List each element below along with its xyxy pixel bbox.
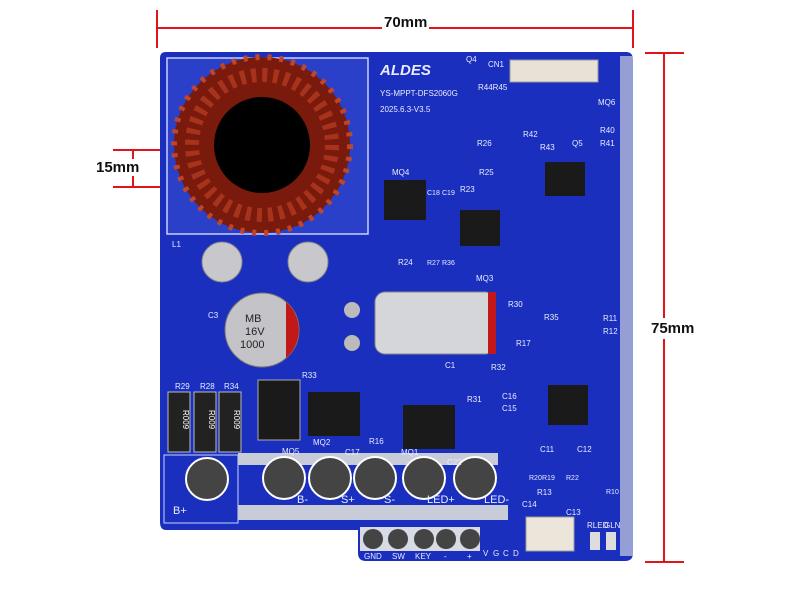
silk-r10: R10 [606,489,619,496]
silk-c18: C18 [427,190,440,197]
ic-u3 [545,162,585,196]
mosfet-mq5 [257,379,301,441]
silk-r28: R28 [200,382,215,391]
svg-text:C1: C1 [445,361,456,370]
model-text: YS-MPPT-DFS2060G [380,89,458,98]
svg-text:C3: C3 [208,311,219,320]
svg-text:MB: MB [245,313,262,325]
silk-r25: R25 [479,168,494,177]
silk-mq4: MQ4 [392,168,410,177]
silk-cn1: CN1 [488,60,505,69]
svg-text:KEY: KEY [415,552,432,561]
pad-label-ledplus: LED+ [427,494,455,506]
silk-r42: R42 [523,130,538,139]
svg-text:SW: SW [392,552,405,561]
silk-mq2: MQ2 [313,438,331,447]
silk-r34: R34 [224,382,239,391]
silk-r33: R33 [302,371,317,380]
silk-r36: R36 [442,260,455,267]
silk-r44r45: R44R45 [478,83,508,92]
silk-r29: R29 [175,382,190,391]
silk-r11: R11 [603,314,618,323]
ic-u2 [548,385,588,425]
mosfet-mq1 [403,405,455,449]
toroid-inductor [171,54,353,283]
width-dimension-label: 70mm [382,14,430,31]
svg-text:GND: GND [364,552,382,561]
svg-text:+: + [467,552,472,561]
capacitor-c1 [344,291,496,355]
silk-r41: R41 [600,139,615,148]
shunt-resistors: R009 R009 R009 [167,391,242,453]
pad-label-ledminus: LED- [484,494,509,506]
silk-r27: R27 [427,260,440,267]
svg-text:C: C [503,549,509,558]
silk-r19: R19 [542,475,555,482]
svg-text:1000: 1000 [240,339,264,351]
silk-r40: R40 [600,126,615,135]
led-green [606,532,616,550]
version-text: 2025.6.3-V3.5 [380,105,431,114]
silk-r12: R12 [603,327,618,336]
capacitor-c3: MB 16V 1000 [224,292,300,368]
connector-cn1 [509,59,599,83]
svg-text:R009: R009 [207,410,216,430]
silk-c15: C15 [502,404,517,413]
silk-c14: C14 [522,500,537,509]
svg-text:G: G [493,549,499,558]
svg-text:16V: 16V [245,326,265,338]
mosfet-mq2 [308,392,360,436]
silk-r22: R22 [566,475,579,482]
silk-l1: L1 [172,240,181,249]
silk-r35: R35 [544,313,559,322]
pad-label-bminus: B- [297,494,308,506]
mosfet-mq4 [384,180,426,220]
svg-text:V: V [483,549,489,558]
silk-r16: R16 [369,437,384,446]
silk-c17: C17 [345,448,360,457]
silk-r32: R32 [491,363,506,372]
silk-mq3: MQ3 [476,274,494,283]
silk-c19: C19 [442,190,455,197]
solder-pads [185,456,497,501]
designator-labels: Q4 CN1 R44R45 MQ6 R26 R42 R43 R40 R41 Q5… [175,55,619,517]
silk-mq6: MQ6 [598,98,616,107]
svg-text:D: D [513,549,519,558]
silk-r13: R13 [537,488,552,497]
pad-label-bplus: B+ [173,505,187,517]
silk-r23: R23 [460,185,475,194]
bottom-pads [363,529,480,549]
svg-text:-: - [444,552,447,561]
svg-text:R009: R009 [232,410,241,430]
silk-q4: Q4 [466,55,477,64]
svg-text:RLED: RLED [587,521,609,530]
silk-c16: C16 [502,392,517,401]
silk-q5: Q5 [572,139,583,148]
board-edge [620,56,633,556]
pad-divider [238,505,508,520]
height-dimension-label: 75mm [651,318,695,339]
connector-bottom [525,516,575,552]
led-red [590,532,600,550]
silk-c12: C12 [577,445,592,454]
silk-r43: R43 [540,143,555,152]
pad-label-sminus: S- [384,494,395,506]
silk-mq5: MQ5 [282,447,300,456]
silk-c22: C22 [447,458,462,467]
svg-text:R009: R009 [181,410,190,430]
silk-mq1: MQ1 [401,448,419,457]
silk-r30: R30 [508,300,523,309]
svg-text:GLN: GLN [604,521,621,530]
silk-r20: R20 [529,475,542,482]
silk-r26: R26 [477,139,492,148]
inductor-dimension-label: 15mm [96,159,140,176]
silk-c11: C11 [540,445,555,454]
silk-c13: C13 [566,508,581,517]
mosfet-mq3 [460,210,500,246]
pad-label-splus: S+ [341,494,355,506]
brand-logo: ALDES [379,62,431,79]
silk-r31: R31 [467,395,482,404]
silk-r17: R17 [516,339,531,348]
silk-r24: R24 [398,258,413,267]
